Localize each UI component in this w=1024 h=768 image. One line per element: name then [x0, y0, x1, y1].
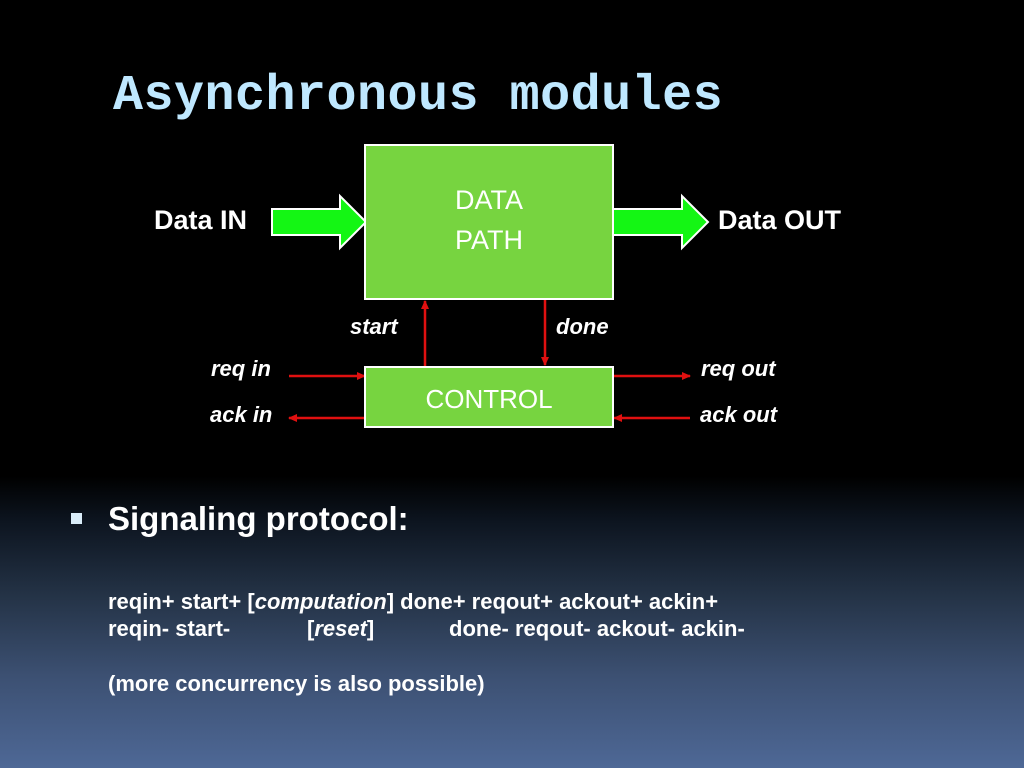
start-label: start	[350, 314, 398, 339]
req-in-label: req in	[211, 356, 271, 381]
data-in-arrow	[271, 193, 368, 251]
req-out-label: req out	[701, 356, 776, 381]
protocol-line2-reset: reset	[314, 616, 367, 641]
bullet-heading: Signaling protocol:	[108, 500, 409, 537]
control-box: CONTROL	[364, 366, 614, 428]
datapath-box: DATA PATH	[364, 144, 614, 300]
datapath-label-line2: PATH	[454, 225, 523, 255]
ack-in-label: ack in	[210, 402, 273, 427]
protocol-line-1: reqin+ start+ [computation] done+ reqout…	[108, 589, 718, 615]
protocol-line1-prefix: reqin+ start+ [	[108, 589, 255, 614]
slide-title: Asynchronous modules	[113, 68, 724, 125]
protocol-line2-bracket-open: [	[307, 616, 315, 641]
protocol-line1-computation: computation	[254, 589, 387, 614]
data-out-label: Data OUT	[718, 205, 842, 235]
protocol-line2-bracket-close: ]	[366, 616, 375, 641]
data-in-label: Data IN	[154, 205, 248, 235]
bullet-square-icon	[71, 513, 82, 524]
protocol-note: (more concurrency is also possible)	[108, 671, 485, 696]
protocol-line2-part-c: done- reqout- ackout- ackin-	[449, 616, 745, 641]
ack-out-label: ack out	[700, 402, 778, 427]
datapath-label-line1: DATA	[454, 185, 523, 215]
data-out-arrow	[611, 193, 710, 251]
protocol-line-2: reqin- start- [reset] done- reqout- acko…	[0, 616, 1024, 646]
control-label: CONTROL	[425, 384, 553, 414]
protocol-line2-part-a: reqin- start-	[108, 616, 231, 641]
protocol-line2-part-b: [reset]	[307, 616, 374, 642]
done-label: done	[556, 314, 609, 339]
protocol-line1-suffix: ] done+ reqout+ ackout+ ackin+	[386, 589, 719, 614]
